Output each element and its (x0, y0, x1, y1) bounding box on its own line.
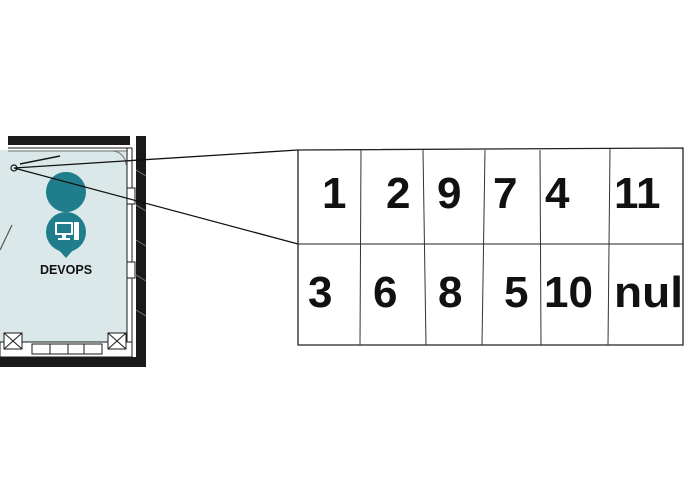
grid-cell: 2 (386, 169, 410, 218)
left-partition (0, 224, 13, 251)
callout-anchor (10, 164, 18, 172)
right-wall-hatch (135, 169, 147, 317)
door-leaf (19, 155, 61, 165)
floorplan: DEVOPS (0, 136, 147, 367)
bottom-window-units (3, 332, 127, 355)
window-post-1 (126, 187, 136, 205)
grid-cell: 7 (493, 169, 517, 218)
room-label: DEVOPS (40, 263, 92, 277)
window-post-2 (126, 261, 136, 279)
callout-lines (10, 149, 299, 245)
right-wall (136, 136, 146, 367)
inner-right-wall (126, 147, 133, 349)
callout-line-bottom (13, 167, 299, 245)
callout-line-top (13, 149, 299, 169)
grid-cell: 11 (614, 169, 661, 218)
grid-cell: 8 (438, 268, 462, 317)
number-grid: 1 2 9 7 4 11 3 6 8 5 10 nul (297, 147, 684, 346)
top-wall (8, 136, 130, 145)
door-arc (111, 150, 127, 166)
computer-icon (55, 222, 79, 240)
room-marker[interactable] (46, 172, 87, 258)
grid-cell: 10 (544, 268, 593, 317)
grid-cell: 4 (545, 169, 570, 218)
grid-cell: nul (614, 268, 683, 317)
grid-cell: 1 (322, 169, 346, 218)
grid-cell: 5 (504, 268, 528, 317)
map-pin (46, 172, 87, 257)
grid-cell: 6 (373, 268, 397, 317)
grid-column-dividers (359, 148, 611, 346)
grid-border (297, 147, 684, 346)
grid-cell: 9 (437, 169, 461, 218)
grid-cell: 3 (308, 268, 332, 317)
bottom-wall (0, 357, 146, 367)
